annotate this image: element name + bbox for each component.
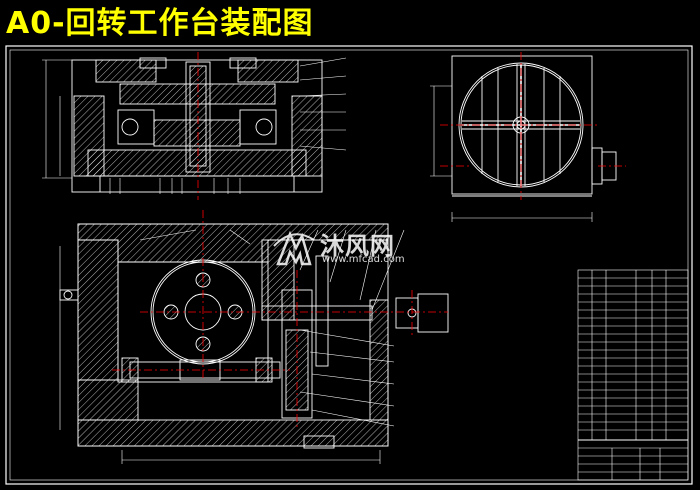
outer-frame: [5, 45, 693, 485]
top-view-centerlines: [440, 52, 626, 200]
plan-view-centerlines: [112, 210, 448, 430]
plan-view-leaders: [139, 229, 405, 427]
drawing-title: A0-回转工作台装配图: [6, 6, 314, 41]
front-view-dimensions: [42, 57, 347, 194]
front-section-view: [71, 57, 323, 193]
inner-frame: [9, 49, 689, 481]
title-block: [577, 269, 689, 481]
top-view: [430, 45, 617, 222]
plan-section-view: [59, 223, 449, 464]
